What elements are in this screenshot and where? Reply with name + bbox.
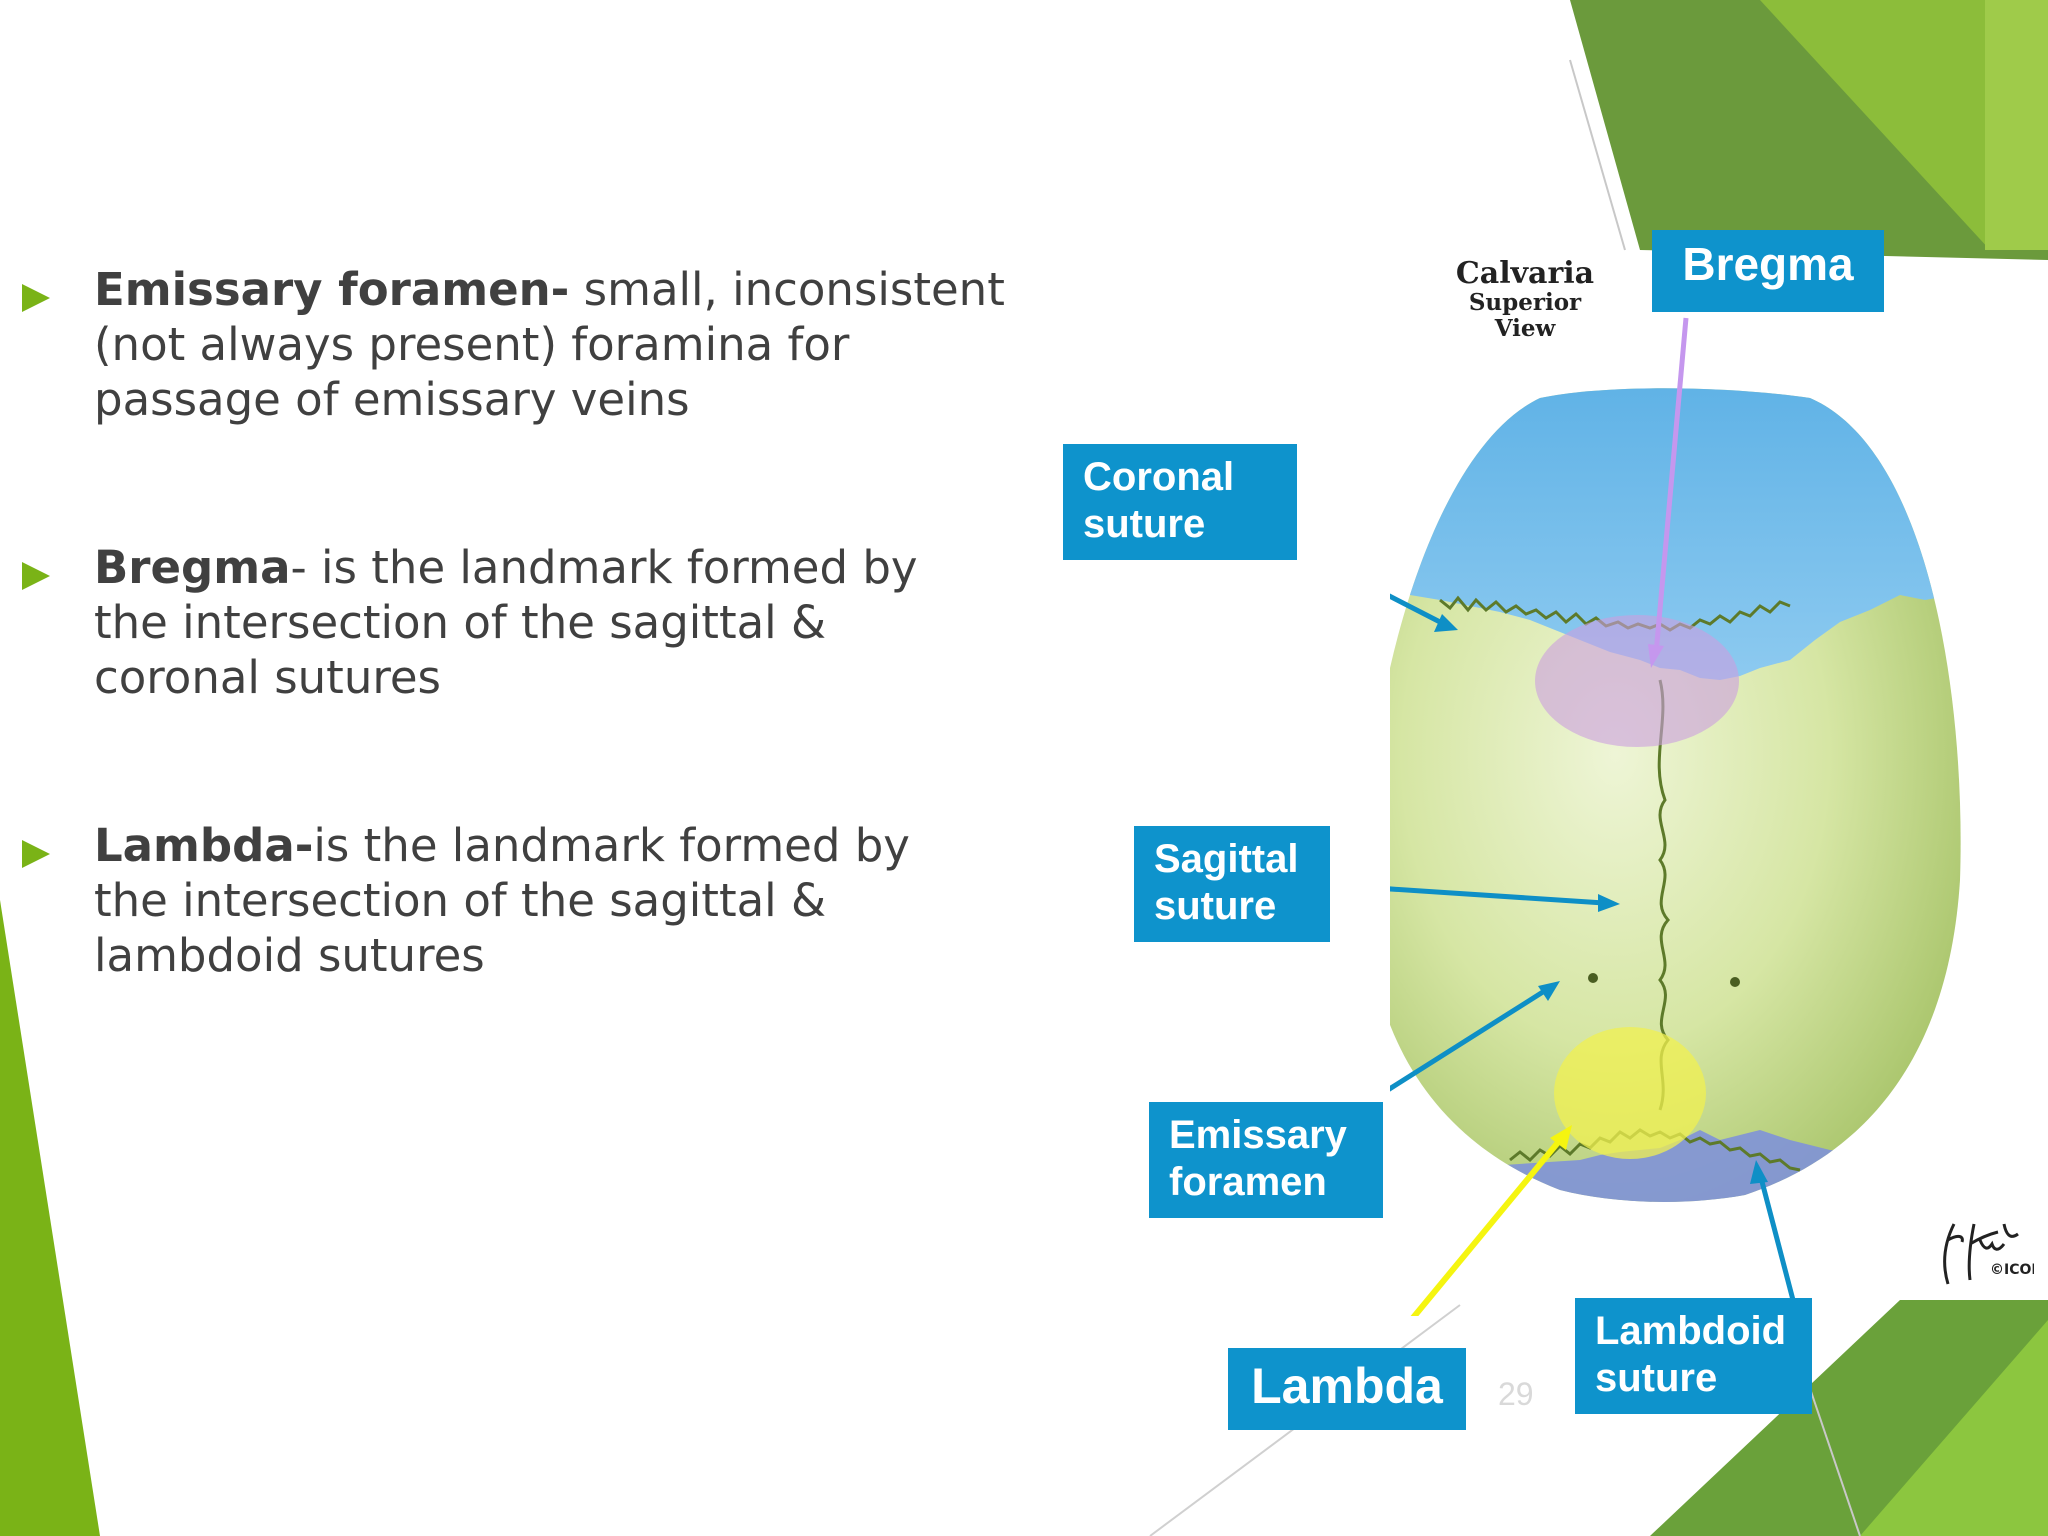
label-lambda: Lambda xyxy=(1228,1348,1466,1430)
label-text: Lambda xyxy=(1251,1358,1443,1414)
figure-title-main: Calvaria xyxy=(1455,256,1595,291)
label-line-2: suture xyxy=(1083,502,1206,546)
label-emissary-foramen: Emissary foramen xyxy=(1149,1102,1383,1218)
label-line-1: Lambdoid xyxy=(1595,1309,1787,1353)
svg-text:©ICON: ©ICON xyxy=(1990,1262,2034,1278)
lambda-highlight xyxy=(1554,1027,1706,1159)
label-coronal-suture: Coronal suture xyxy=(1063,444,1297,560)
calvaria-illustration xyxy=(1390,317,1961,1316)
lambdoid-pointer xyxy=(1757,1173,1796,1301)
bullet-text: Emissary foramen- small, inconsistent (n… xyxy=(94,262,1024,427)
label-line-2: foramen xyxy=(1169,1160,1327,1204)
label-line-1: Sagittal xyxy=(1154,837,1299,881)
label-lambdoid-suture: Lambdoid suture xyxy=(1575,1298,1812,1414)
bullet-description: - is the landmark formed by the intersec… xyxy=(94,541,918,704)
bullet-term: Bregma xyxy=(94,541,291,594)
bullet-item-emissary-foramen: Emissary foramen- small, inconsistent (n… xyxy=(22,262,1024,427)
figure-title-sub: Superior View xyxy=(1468,289,1582,342)
bullet-term: Lambda- xyxy=(94,819,314,872)
label-bregma: Bregma xyxy=(1652,230,1884,312)
emissary-foramen-left xyxy=(1588,973,1598,983)
bullet-arrow-icon xyxy=(22,284,50,312)
bullet-item-bregma: Bregma- is the landmark formed by the in… xyxy=(22,540,994,705)
bullet-item-lambda: Lambda-is the landmark formed by the int… xyxy=(22,818,994,983)
bregma-highlight xyxy=(1535,615,1739,747)
bregma-pointer xyxy=(1653,317,1689,655)
figure-title: Calvaria Superior View xyxy=(1440,258,1610,342)
bullet-arrow-icon xyxy=(22,840,50,868)
page-number: 29 xyxy=(1498,1376,1534,1412)
bullet-text: Lambda-is the landmark formed by the int… xyxy=(94,818,994,983)
bullet-description: small, inconsistent (not always present)… xyxy=(94,263,1005,426)
coronal-pointer xyxy=(1390,593,1442,625)
label-text: Bregma xyxy=(1682,238,1854,290)
emissary-pointer xyxy=(1390,987,1548,1092)
label-line-2: suture xyxy=(1595,1356,1718,1400)
emissary-foramen-right xyxy=(1730,977,1740,987)
label-sagittal-suture: Sagittal suture xyxy=(1134,826,1330,942)
bullet-text: Bregma- is the landmark formed by the in… xyxy=(94,540,994,705)
netter-signature: ©ICON xyxy=(1943,1223,2034,1285)
label-line-2: suture xyxy=(1154,884,1277,928)
label-line-1: Emissary xyxy=(1169,1113,1347,1157)
bullet-arrow-icon xyxy=(22,562,50,590)
lambda-pointer xyxy=(1410,1138,1563,1316)
sagittal-pointer xyxy=(1390,886,1605,906)
label-line-1: Coronal xyxy=(1083,455,1235,499)
bullet-term: Emissary foramen- xyxy=(94,263,570,316)
bullet-description: is the landmark formed by the intersecti… xyxy=(94,819,910,982)
